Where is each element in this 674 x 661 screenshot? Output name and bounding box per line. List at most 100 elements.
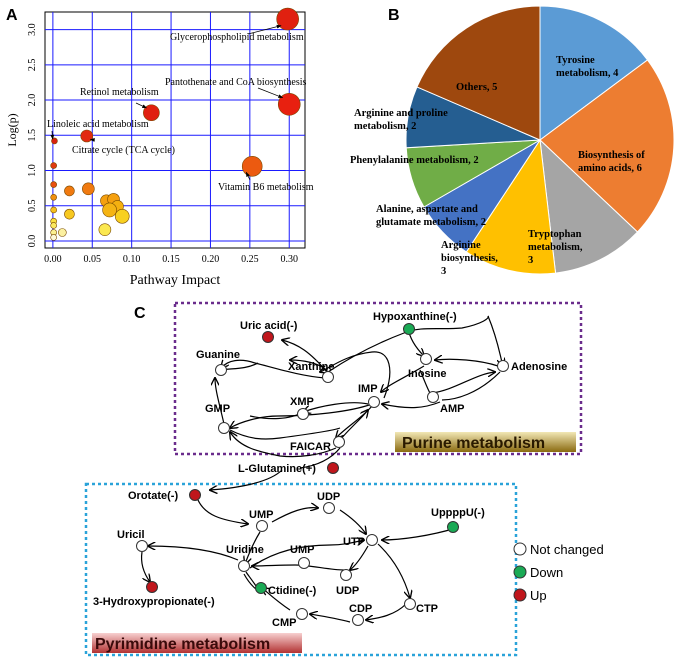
purine-edges [215,315,503,458]
legend-swatch-down [513,565,527,579]
pie-slice [416,5,541,141]
annotation-arrow [135,102,147,109]
data-point [98,223,112,236]
panel-label-a: A [6,7,18,24]
label-uricil: Uricil [117,529,145,541]
label-orotate: Orotate(-) [128,490,178,502]
pyrimidine-box [84,482,518,657]
node-uridine [238,560,250,572]
data-point [50,162,57,169]
y-axis-label: Log(p) [5,113,19,146]
plot-area [44,11,306,249]
legend: Not changed Down Up [513,542,604,603]
label-ctidine: Ctidine(-) [268,585,317,597]
node-ctidine [255,582,267,594]
legend-label-not-changed: Not changed [530,542,604,557]
node-cmp [296,608,308,620]
panel-label-c: C [134,305,146,322]
node-udp-top [323,502,335,514]
legend-swatch-up [513,588,527,602]
node-l-glutamine [327,462,339,474]
node-adenosine [497,360,509,372]
data-point [102,202,117,218]
label-udp-top: UDP [317,491,340,503]
data-point [64,185,75,197]
data-point [50,222,57,229]
label-inosine: Inosine [408,368,447,380]
label-uridine: Uridine [226,544,264,556]
y-tick-label: 2.0 [27,94,38,107]
node-hypoxanthine [403,323,415,335]
label-ump-mid: UMP [290,544,314,556]
x-tick-label: 0.15 [162,254,180,265]
label-imp: IMP [358,383,378,395]
x-tick-label: 0.25 [241,254,259,265]
node-xmp [297,408,309,420]
x-tick-label: 0.30 [280,254,298,265]
node-utp [366,534,378,546]
y-tick-label: 0.0 [27,235,38,248]
node-cdp [352,614,364,626]
data-point [50,181,57,188]
node-ctp [404,598,416,610]
pyrimidine-title: Pyrimidine metabolism [95,636,270,653]
annotation-label: Linoleic acid metabolism [47,119,149,130]
purine-title: Purine metabolism [402,435,545,452]
label-ump-top: UMP [249,509,273,521]
data-point [64,208,75,220]
node-amp [427,391,439,403]
data-point [277,92,301,116]
data-point [82,182,95,196]
label-xanthine: Xanthine [288,361,334,373]
label-hydroxypropionate: 3-Hydroxypropionate(-) [93,596,215,608]
data-point [58,228,67,237]
label-hypoxanthine: Hypoxanthine(-) [373,311,457,323]
annotation-label: Vitamin B6 metabolism [218,182,314,193]
data-point [50,193,57,201]
purine-box [173,301,583,456]
node-xanthine [322,371,334,383]
annotation-label: Retinol metabolism [80,87,159,98]
diagram-labels: Uric acid(-) Hypoxanthine(-) Guanine Xan… [93,311,567,629]
x-tick-label: 0.20 [202,254,220,265]
data-point [50,234,57,241]
annotation-arrow [245,171,251,181]
annotation-label: Glycerophospholipid metabolism [170,32,304,43]
label-xmp: XMP [290,396,314,408]
label-adenosine: Adenosine [511,361,567,373]
node-hydroxypropionate [146,581,158,593]
node-gmp [218,422,230,434]
label-amp: AMP [440,403,464,415]
node-guanine [215,364,227,376]
pie-label: Phenylalanine metabolism, 2 [350,155,479,166]
node-inosine [420,353,432,365]
legend-label-up: Up [530,588,547,603]
node-uricil [136,540,148,552]
node-ump-mid [298,557,310,569]
label-uric-acid: Uric acid(-) [240,320,298,332]
node-faicar [333,436,345,448]
annotation-arrow [257,87,284,99]
node-imp [368,396,380,408]
label-cdp: CDP [349,603,372,615]
panel-label-b: B [388,7,400,24]
data-point [80,129,94,143]
x-tick-label: 0.05 [84,254,102,265]
pie-label: Others, 5 [456,82,497,93]
label-utp: UTP [343,536,365,548]
data-point [241,155,263,177]
annotation-label: Pantothenate and CoA biosynthesis [165,77,306,88]
y-tick-label: 0.5 [27,199,38,212]
label-ctp: CTP [416,603,438,615]
label-cmp: CMP [272,617,296,629]
pie-slice [465,138,557,275]
pyrimidine-banner [92,633,302,653]
y-tick-label: 1.0 [27,164,38,177]
